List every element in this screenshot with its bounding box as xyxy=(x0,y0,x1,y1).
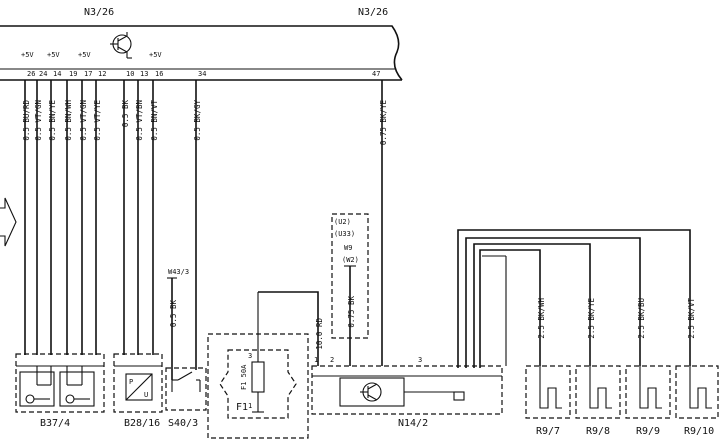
b28-16-sym-p: P xyxy=(129,378,133,386)
ground-code-sub: (U33) xyxy=(334,230,355,238)
component-s40-3: S40/3 xyxy=(165,367,207,429)
wire-label-w43: 0.5 BK xyxy=(169,300,178,328)
pin-top-w8: 13 xyxy=(140,70,148,78)
pin-top-w2: 24 xyxy=(39,70,47,78)
label-r9-8: R9/8 xyxy=(586,426,610,437)
ground-code-top: (U2) xyxy=(334,218,351,226)
wire-label-w3: 0.5 BN/YE xyxy=(48,100,57,141)
n14-conn-3: 3 xyxy=(418,356,422,364)
wire-label-w9: 0.5 BN/VT xyxy=(150,100,159,141)
wire-label-w1: 0.5 BU/RD xyxy=(22,100,31,141)
pin-top-w4: 19 xyxy=(69,70,77,78)
supply-label-w3: +5V xyxy=(47,51,60,59)
wire-label-h4: 2.5 BK/VT xyxy=(687,298,696,339)
supply-label-w1: +5V xyxy=(21,51,34,59)
component-n14-2: 1 2 3 N14/2 xyxy=(311,356,503,429)
component-b37-4: B37/4 xyxy=(15,353,105,429)
label-f1: F1 xyxy=(236,402,248,413)
ground-w9: W9 xyxy=(344,244,352,252)
label-s40-3: S40/3 xyxy=(168,418,198,429)
label-r9-9: R9/9 xyxy=(636,426,660,437)
pin-top-w6: 12 xyxy=(98,70,106,78)
n14-2-transistor-icon xyxy=(360,382,382,402)
n14-conn-2: 2 xyxy=(330,356,334,364)
wire-label-w5: 0.5 VT/GN xyxy=(79,100,88,141)
pin-top-w5: 17 xyxy=(84,70,92,78)
pin-top-w9: 16 xyxy=(155,70,163,78)
wire-label-w8: 0.5 VT/BN xyxy=(135,100,144,141)
title-right: N3/26 xyxy=(358,7,388,18)
component-r9-8: R9/8 xyxy=(575,365,621,437)
label-r9-10: R9/10 xyxy=(684,426,714,437)
continuation-arrow-icon xyxy=(0,197,17,247)
wire-label-w10: 0.5 BK/GY xyxy=(193,100,202,141)
label-n14-2: N14/2 xyxy=(398,418,428,429)
component-b28-16: P U B28/16 xyxy=(113,353,163,429)
wire-label-w2: 0.5 VT/GN xyxy=(34,100,43,141)
wire-label-w11: 0.75 BK/YE xyxy=(379,100,388,146)
pin-top-w7: 10 xyxy=(126,70,134,78)
wire-label-h3: 2.5 BK/BU xyxy=(637,298,646,339)
b28-16-sym-u: U xyxy=(144,391,148,399)
pin-top-w3: 14 xyxy=(53,70,61,78)
supply-label-w5: +5V xyxy=(78,51,91,59)
label-b37-4: B37/4 xyxy=(40,418,70,429)
supply-label-w9: +5V xyxy=(149,51,162,59)
label-w43-3: W43/3 xyxy=(168,268,189,276)
f1-pin-bottom: 1 xyxy=(248,402,252,410)
wire-label-w6: 0.5 VT/YE xyxy=(93,100,102,141)
signal-wires xyxy=(24,80,383,370)
component-r9-10: R9/10 xyxy=(675,365,719,437)
wire-label-h2: 2.5 BK/YE xyxy=(587,298,596,339)
pin-top-w1: 26 xyxy=(27,70,35,78)
wire-label-power: 10.0 RD xyxy=(315,318,324,350)
component-f1: 3 1 F1 50A F1 xyxy=(207,292,309,439)
wire-power-feed xyxy=(258,291,319,366)
label-b28-16: B28/16 xyxy=(124,418,160,429)
label-r9-7: R9/7 xyxy=(536,426,560,437)
heater-harness xyxy=(381,210,691,368)
pin-top-w10: 34 xyxy=(198,70,206,78)
f1-pin-top: 3 xyxy=(248,352,252,360)
wire-label-h1: 2.5 BK/WH xyxy=(537,298,546,339)
wire-label-ground: 0.75 BK xyxy=(347,296,356,328)
ground-w9-sub: (W2) xyxy=(342,256,359,264)
wire-label-w4: 0.5 BN/WH xyxy=(64,100,73,141)
f1-inner-label: F1 50A xyxy=(240,364,248,390)
n14-conn-1: 1 xyxy=(314,356,318,364)
component-r9-7: R9/7 xyxy=(525,365,571,437)
wire-label-w7: 0.5 BK xyxy=(121,100,130,128)
ground-point-w9: (U2) (U33) W9 (W2) 0.75 BK xyxy=(331,213,369,366)
pin-top-w11: 47 xyxy=(372,70,380,78)
component-r9-9: R9/9 xyxy=(625,365,671,437)
title-left: N3/26 xyxy=(84,7,114,18)
transistor-icon xyxy=(110,32,132,59)
